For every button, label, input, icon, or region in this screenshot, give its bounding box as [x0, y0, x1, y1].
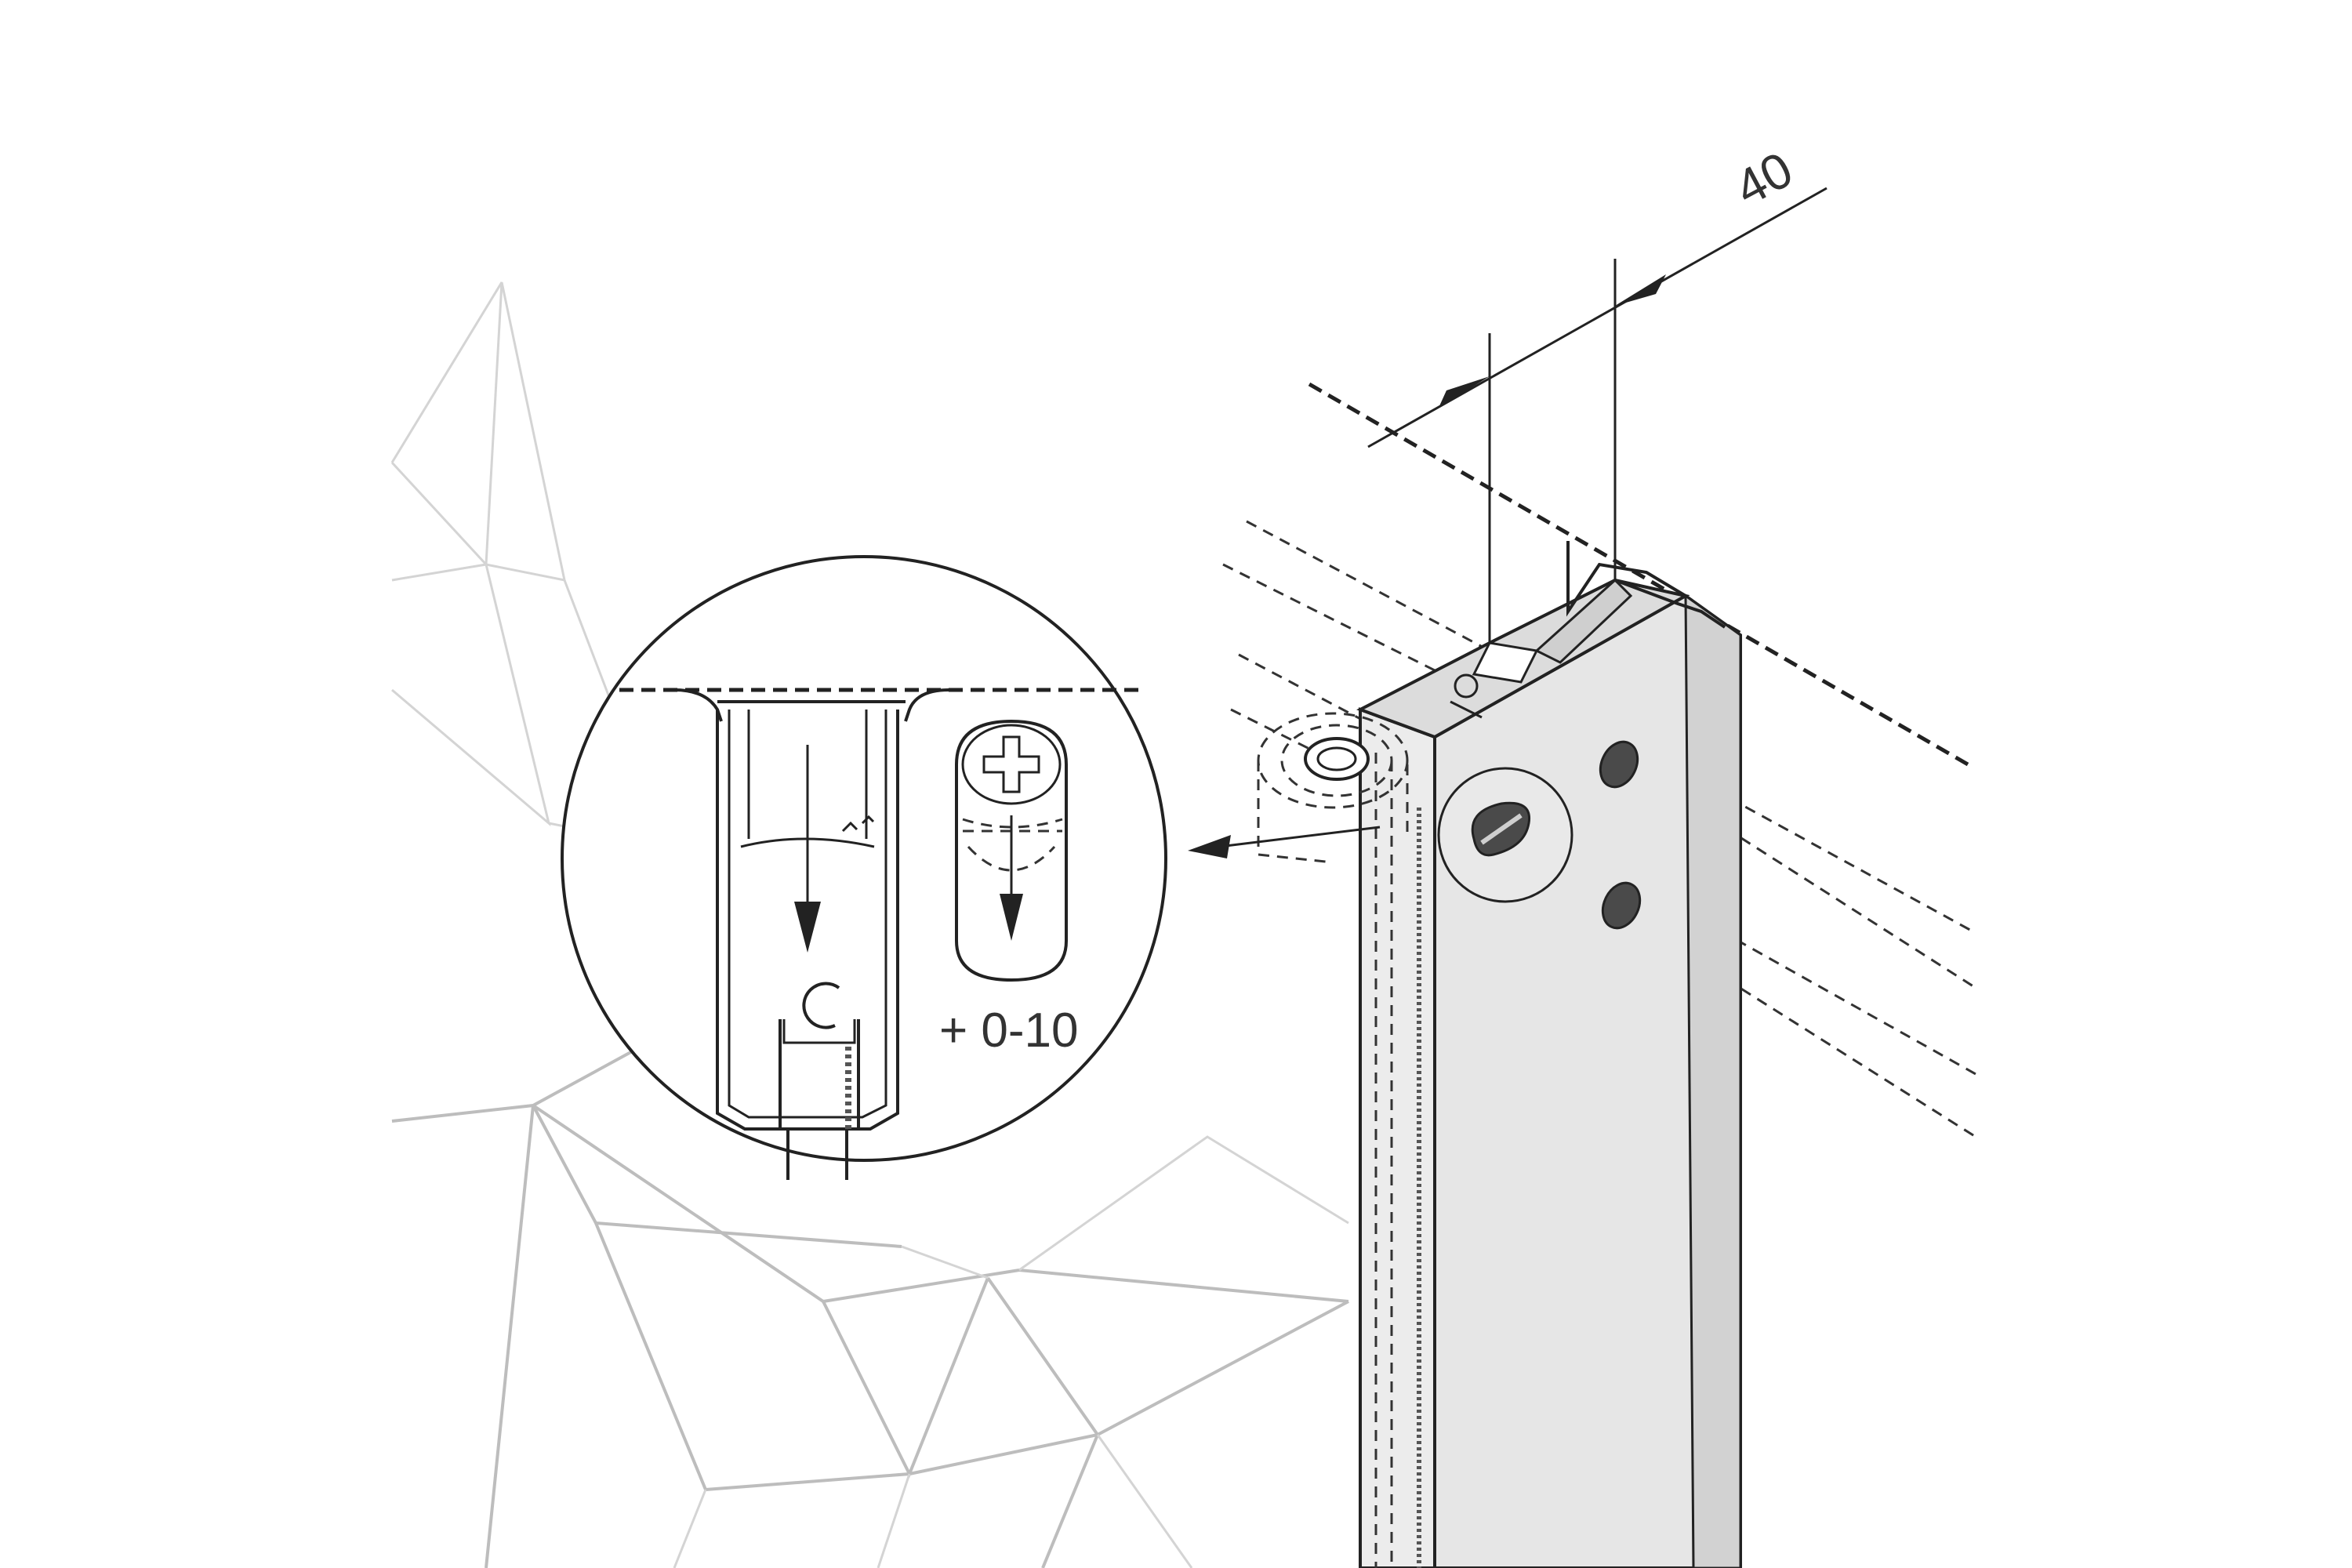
adjustment-point	[1437, 767, 1573, 903]
detail-view: + 0-10	[561, 555, 1167, 1180]
cam-screw	[955, 719, 1068, 982]
mounting-hole-upper	[1599, 740, 1639, 789]
background-mesh	[390, 281, 1349, 1568]
mounting-holes	[1599, 740, 1642, 930]
adjustment-label: + 0-10	[939, 1004, 1079, 1058]
cam-connector-ghost	[1257, 712, 1409, 864]
detail-leader	[1188, 826, 1381, 858]
left-dashed-guides	[1222, 520, 1490, 762]
vertical-profile	[1356, 541, 1742, 1568]
dim-arrow-right	[1615, 274, 1666, 306]
mounting-hole-lower	[1601, 881, 1642, 930]
dimension-label: 40	[1726, 140, 1802, 216]
dim-arrow-left	[1439, 376, 1490, 408]
top-dashed-edge	[1308, 382, 1969, 767]
